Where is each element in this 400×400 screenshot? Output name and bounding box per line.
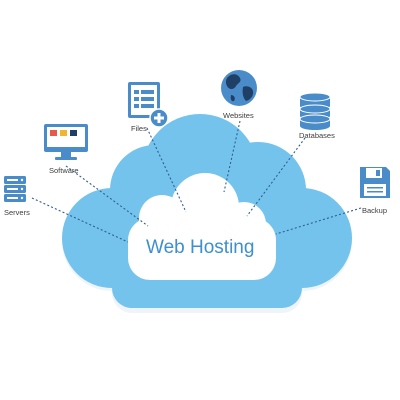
software-label: Software <box>49 166 79 175</box>
connector-software <box>65 165 149 227</box>
backup-node: Backup <box>360 167 390 215</box>
connector-servers <box>31 197 129 243</box>
floppy-disk-icon <box>360 167 390 198</box>
servers-label: Servers <box>4 208 30 217</box>
globe-icon <box>221 70 257 106</box>
connector-files <box>146 127 187 213</box>
connector-lines <box>31 120 362 243</box>
files-node: Files <box>128 82 169 133</box>
files-label: Files <box>131 124 147 133</box>
databases-label: Databases <box>299 131 335 140</box>
cloud-shape <box>62 114 352 313</box>
diagram-title: Web Hosting <box>146 237 254 258</box>
monitor-icon <box>44 124 88 160</box>
databases-node: Databases <box>299 92 335 140</box>
backup-label: Backup <box>362 206 387 215</box>
server-icon <box>4 176 26 202</box>
servers-node: Servers <box>4 176 30 217</box>
software-node: Software <box>44 124 88 175</box>
websites-node: Websites <box>221 70 257 120</box>
database-icon <box>299 92 331 130</box>
websites-label: Websites <box>223 111 254 120</box>
connector-databases <box>246 137 306 217</box>
add-file-icon <box>128 82 169 128</box>
connector-websites <box>223 120 241 193</box>
